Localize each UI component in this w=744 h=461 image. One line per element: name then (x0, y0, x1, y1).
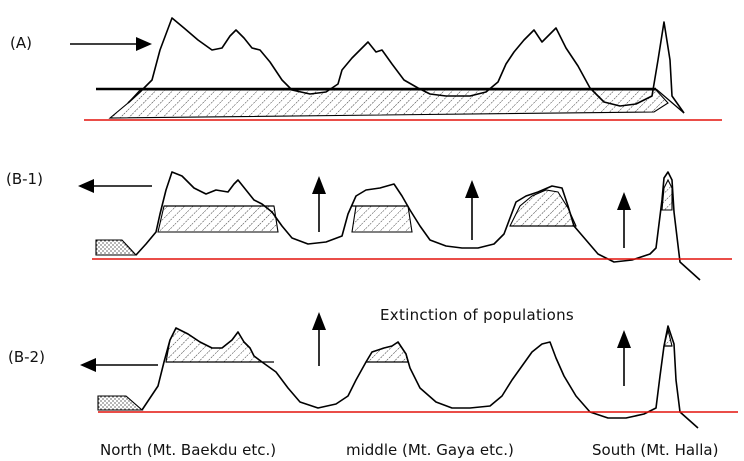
right-arrow-icon (70, 37, 152, 51)
peak-zone-halla-b1 (661, 178, 673, 211)
region-label-middle: middle (Mt. Gaya etc.) (346, 441, 514, 459)
glacial-zone-a (108, 89, 669, 119)
refugium-block-b2 (97, 395, 144, 411)
mountain-profile-b1 (135, 171, 701, 281)
up-arrow-icon (617, 330, 631, 386)
mountain-profile-b2 (141, 325, 699, 429)
peak-zone-south-b1 (509, 189, 577, 227)
panel-a-label: (A) (10, 34, 32, 52)
panel-b1-label: (B-1) (6, 170, 43, 188)
plateau-edge-a (655, 88, 685, 114)
refugium-block-b1 (95, 239, 138, 256)
up-arrow-icon (617, 192, 631, 248)
left-arrow-icon (78, 179, 152, 193)
peak-zone-middle-b1 (351, 205, 413, 233)
panel-b1: (B-1) (6, 170, 732, 281)
up-arrow-icon (312, 312, 326, 366)
mountain-profile-a (127, 17, 685, 114)
region-label-north: North (Mt. Baekdu etc.) (100, 441, 276, 459)
up-arrow-icon (465, 180, 479, 240)
extinction-caption: Extinction of populations (380, 306, 574, 324)
panel-b2: (B-2) Extinction of populations (8, 306, 738, 429)
region-label-south: South (Mt. Halla) (592, 441, 718, 459)
up-arrow-icon (312, 176, 326, 232)
left-arrow-icon (80, 358, 158, 372)
peak-zone-north-b1 (157, 205, 279, 233)
panel-b2-label: (B-2) (8, 348, 45, 366)
panel-a: (A) (10, 17, 722, 121)
